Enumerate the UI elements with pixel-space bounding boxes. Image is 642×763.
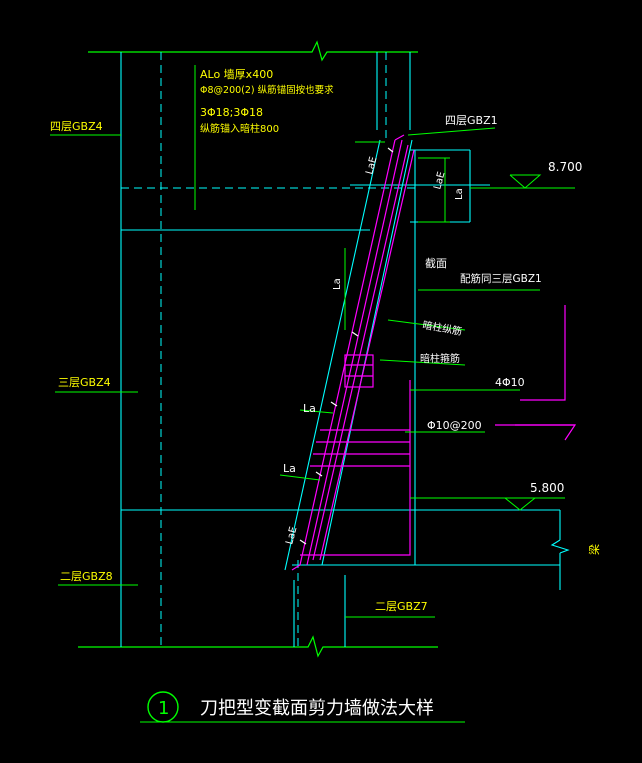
note-line4: 纵筋锚入暗柱800 [200, 122, 279, 135]
label-dark-col-stirrup: 暗柱箍筋 [420, 352, 460, 365]
label-section: 截面 [425, 256, 447, 270]
note-line1: ALo 墙厚x400 [200, 67, 273, 81]
dim-la-left1: La [303, 402, 316, 415]
detail-number: 1 [158, 698, 169, 719]
dim-la-mid: La [332, 278, 343, 290]
label-rebar-4: 4Φ10 [495, 376, 525, 389]
detail-circle [147, 691, 179, 723]
note-line3: 3Φ18;3Φ18 [200, 106, 263, 119]
dim-lae-right1: LaE [432, 171, 447, 191]
dim-la-right2: La [454, 188, 465, 200]
leaders [50, 65, 575, 723]
hidden-lines [121, 52, 420, 647]
dim-lae-bottom: LaE [284, 526, 299, 546]
label-rebar-spacing: Φ10@200 [427, 419, 482, 432]
bottom-break-line [78, 635, 438, 658]
drawing-title: 刀把型变截面剪力墙做法大样 [200, 698, 434, 719]
elevation-top: 8.700 [548, 160, 582, 174]
top-break-line [88, 40, 418, 62]
sloped-rebars [291, 134, 577, 571]
elevation-bottom: 5.800 [530, 481, 564, 495]
dim-lae-top: LaE [364, 156, 379, 176]
label-gbz1-third: 配筋同三层GBZ1 [460, 272, 542, 285]
rebar-ticks [299, 147, 394, 545]
label-gbz4-third: 三层GBZ4 [58, 376, 111, 389]
note-line2: Φ8@200(2) 纵筋锚固按也要求 [200, 84, 334, 96]
beam-break-symbol [550, 539, 570, 554]
label-beam: 梁 [587, 544, 601, 555]
label-gbz4-fourth: 四层GBZ4 [50, 120, 103, 133]
label-gbz1-fourth: 四层GBZ1 [445, 114, 498, 127]
label-dark-col-long: 暗柱纵筋 [421, 318, 463, 338]
label-gbz8-second: 二层GBZ8 [60, 570, 113, 583]
wall-outline [120, 52, 561, 647]
label-gbz7-second: 二层GBZ7 [375, 600, 428, 613]
dim-la-left2: La [283, 462, 296, 475]
